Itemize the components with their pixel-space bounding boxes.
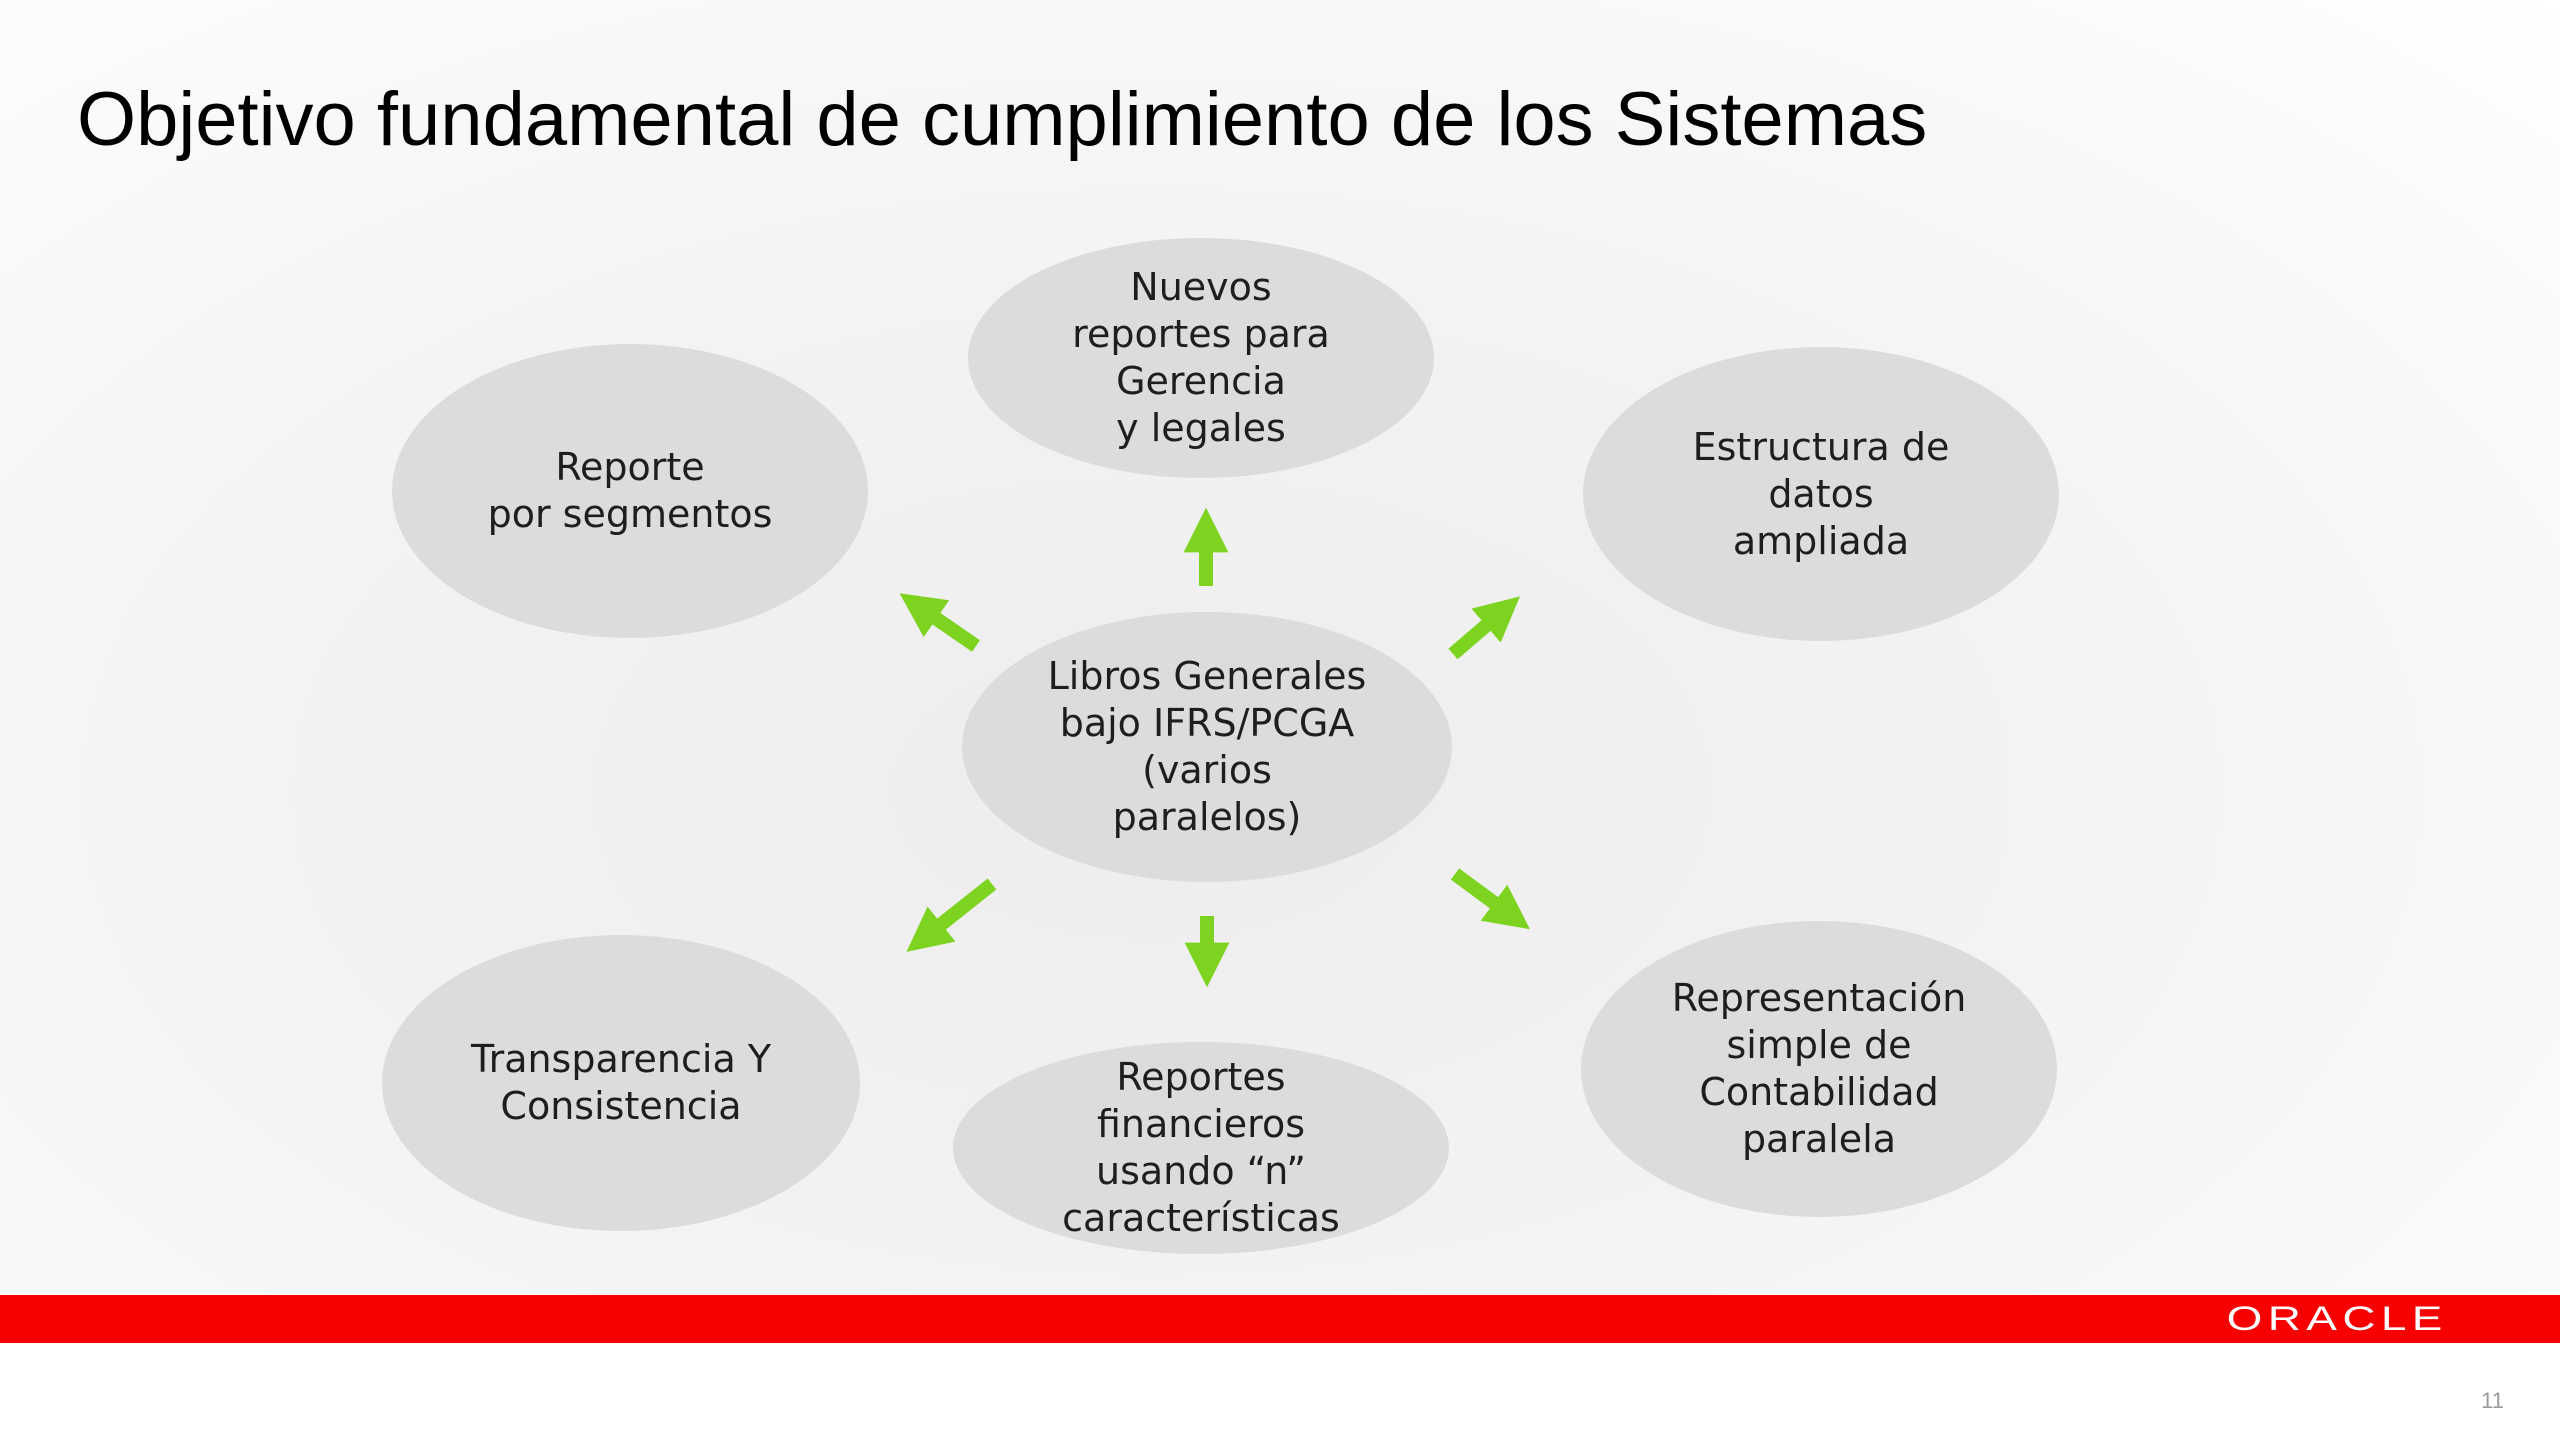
arrow-down-left	[906, 878, 997, 952]
node-top-left-label: Reporte por segmentos	[487, 445, 773, 536]
bottom-strip	[0, 1342, 2560, 1440]
node-bottom-right: Representación simple de Contabilidad pa…	[1581, 921, 2057, 1217]
node-top-left: Reporte por segmentos	[392, 344, 868, 638]
oracle-logo: ORACLE	[2226, 1300, 2448, 1338]
node-top: Nuevos reportes para Gerencia y legales	[968, 238, 1434, 478]
node-bottom-left-label: Transparencia Y Consistencia	[470, 1037, 772, 1128]
node-top-label: Nuevos reportes para Gerencia y legales	[1072, 265, 1330, 450]
node-bottom-label: Reportes financieros usando “n” caracter…	[1062, 1055, 1340, 1240]
node-bottom-left: Transparencia Y Consistencia	[382, 935, 860, 1231]
node-bottom-right-label: Representación simple de Contabilidad pa…	[1671, 976, 1967, 1161]
footer-bar	[0, 1295, 2560, 1343]
arrow-up-right	[1448, 596, 1520, 660]
node-top-right-label: Estructura de datos ampliada	[1692, 424, 1950, 563]
arrow-down-right	[1450, 868, 1531, 930]
node-bottom: Reportes financieros usando “n” caracter…	[953, 1042, 1449, 1254]
node-top-right: Estructura de datos ampliada	[1583, 347, 2059, 641]
slide-title: Objetivo fundamental de cumplimiento de …	[77, 77, 1928, 162]
node-center: Libros Generales bajo IFRS/PCGA (varios …	[962, 612, 1452, 882]
arrow-up-left	[899, 593, 980, 652]
page-number: 11	[2481, 1388, 2504, 1413]
node-center-label: Libros Generales bajo IFRS/PCGA (varios …	[1047, 654, 1367, 839]
